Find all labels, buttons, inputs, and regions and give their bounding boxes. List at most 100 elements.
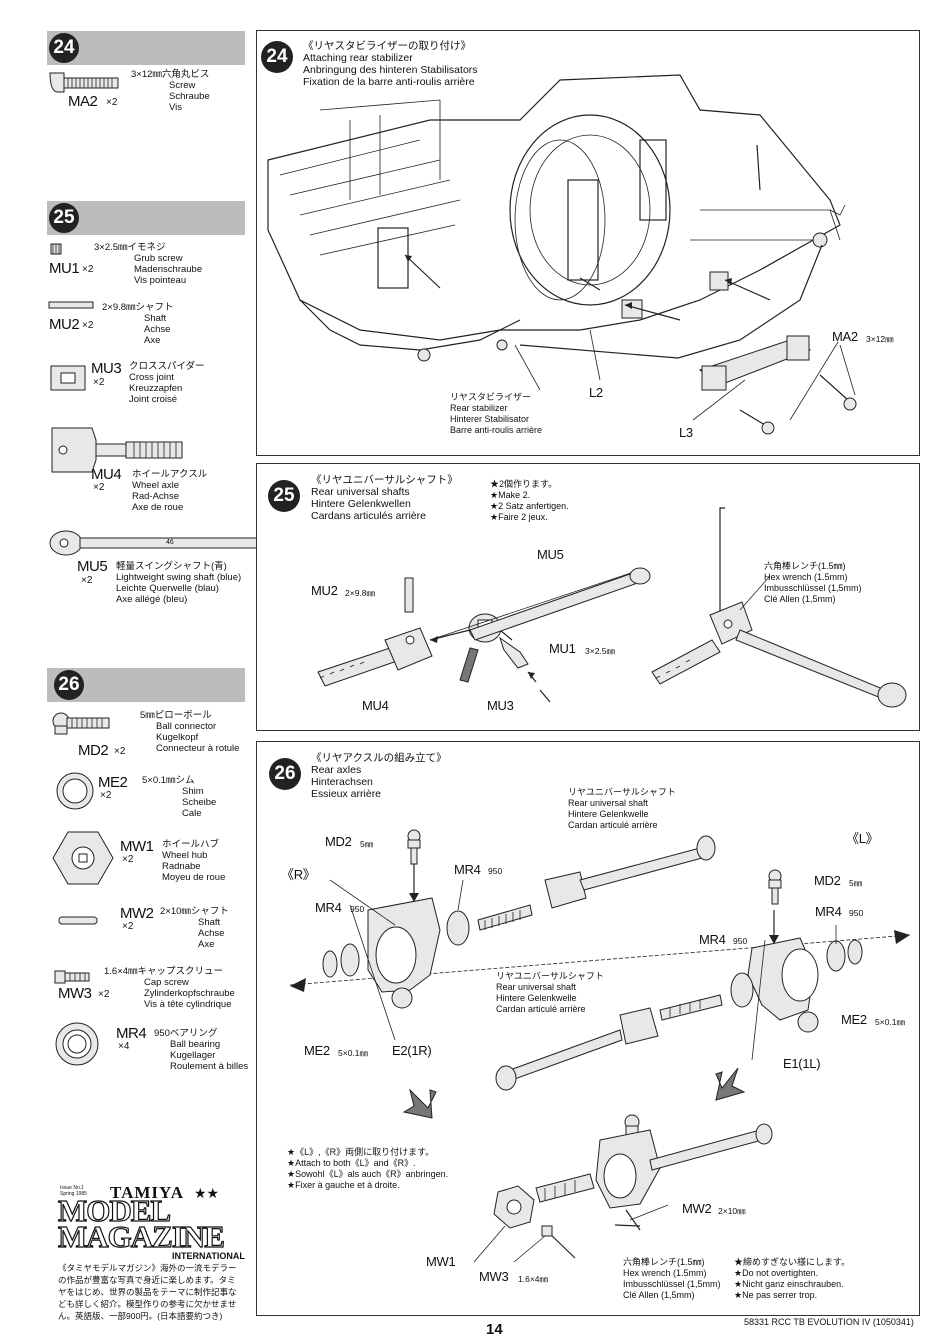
shaft-icon (48, 301, 94, 309)
hex-wrench-label: 六角棒レンチ(1.5㎜) Hex wrench (1.5mm) Imbussch… (764, 561, 862, 605)
desc-fr: Axe (144, 335, 161, 346)
step-26-title: 《リヤアクスルの組み立て》 Rear axles Hinterachsen Es… (311, 752, 447, 800)
desc-fr: Axe de roue (132, 502, 184, 513)
callout-ma2-size: 3×12㎜ (866, 334, 894, 344)
stab-fr: Barre anti-roulis arrière (450, 425, 543, 435)
desc-en: Cap screw (144, 977, 189, 988)
stab-en: Rear stabilizer (450, 403, 508, 413)
label-md2-right: MD2 (325, 834, 352, 849)
overtighten-note: ★締めすぎない様にします。 ★Do not overtighten. ★Nich… (734, 1257, 850, 1301)
stab-de: Hinterer Stabilisator (450, 414, 530, 424)
part-qty: ×2 (82, 264, 94, 275)
desc-fr: Cale (182, 808, 202, 819)
page-number: 14 (486, 1321, 503, 1338)
part-code-mw1: MW1 (120, 838, 154, 855)
ushaft-de: Hintere Gelenkwelle (496, 993, 577, 1003)
issue-number: Issue No.1 (60, 1185, 84, 1191)
desc-en: Shaft (144, 313, 167, 324)
part-desc-mu1: 3×2.5㎜イモネジ Grub screw Madenschraube Vis … (94, 242, 202, 286)
hex-de: Imbusschlüssel (1,5mm) (764, 583, 862, 593)
attach-jp: ★《L》,《R》両側に取り付けます。 (287, 1147, 435, 1157)
label-mu2: MU2 (311, 583, 338, 598)
part-code-mu4: MU4 (91, 466, 122, 483)
label-right-side: 《R》 (281, 867, 316, 882)
part-qty: ×2 (122, 854, 134, 865)
desc-fr: Moyeu de roue (162, 872, 226, 883)
label-mr4-1-size: 950 (488, 866, 503, 876)
magazine-title-line2: MAGAZINE (57, 1219, 225, 1254)
desc-fr: Vis à tête cylindrique (144, 999, 232, 1010)
label-mw1: MW1 (426, 1254, 456, 1269)
callout-ma2: MA2 (832, 329, 858, 344)
part-desc-mu2: 2×9.8㎜シャフト Shaft Achse Axe (102, 302, 174, 346)
desc-en: Wheel axle (132, 480, 179, 491)
desc-jp: 1.6×4㎜キャップスクリュー (104, 966, 224, 977)
part-qty: ×2 (93, 482, 105, 493)
title-fr: Essieux arrière (311, 788, 382, 800)
hex-wrench-label-26: 六角棒レンチ(1.5㎜) Hex wrench (1.5mm) Imbussch… (623, 1257, 721, 1301)
section-26-number: 26 (54, 670, 84, 700)
part-qty: ×2 (122, 921, 134, 932)
label-mr4-2: MR4 (315, 900, 342, 915)
desc-en: Lightweight swing shaft (blue) (116, 572, 242, 583)
label-l2: L2 (589, 385, 603, 400)
desc-fr: Connecteur à rotule (156, 743, 240, 754)
ushaft-fr: Cardan articulé arrière (568, 820, 658, 830)
step-26-number: 26 (269, 758, 301, 790)
desc-en: Ball connector (156, 721, 217, 732)
magazine-title: MODEL MAGAZINE (57, 1194, 225, 1254)
part-desc-mu3: クロススパイダー Cross joint Kreuzzapfen Joint c… (129, 361, 205, 405)
label-left-side: 《L》 (846, 831, 879, 846)
section-24-header (47, 31, 245, 65)
cross-joint-icon (50, 365, 86, 391)
label-mu1: MU1 (549, 641, 576, 656)
part-code-mu5: MU5 (77, 558, 108, 575)
part-desc-me2: 5×0.1㎜シム Shim Scheibe Cale (142, 775, 216, 819)
assembly-arrows (402, 1067, 746, 1119)
section-25-header (47, 201, 245, 235)
part-desc-mw3: 1.6×4㎜キャップスクリュー Cap screw Zylinderkopfsc… (104, 966, 235, 1010)
part-desc-mw2: 2×10㎜シャフト Shaft Achse Axe (160, 906, 229, 950)
issue-label: Issue No.1 Spring 1985 (60, 1185, 87, 1197)
ball-bearing-icon (55, 1022, 99, 1066)
attach-de: ★Sowohl《L》als auch《R》anbringen. (287, 1169, 449, 1179)
hex-jp: 六角棒レンチ(1.5㎜) (623, 1257, 705, 1267)
part-desc-mu4: ホイールアクスル Wheel axle Rad-Achse Axe de rou… (132, 469, 207, 513)
part-qty: ×2 (114, 746, 126, 757)
ushaft-de: Hintere Gelenkwelle (568, 809, 649, 819)
desc-fr: Joint croisé (129, 394, 178, 405)
tamiya-logo: TAMIYA (110, 1183, 185, 1202)
desc-en: Shaft (198, 917, 221, 928)
title-de: Hintere Gelenkwellen (311, 498, 411, 510)
label-me2-left-size: 5×0.1㎜ (875, 1017, 906, 1027)
hex-de: Imbusschlüssel (1,5mm) (623, 1279, 721, 1289)
part-code-md2: MD2 (78, 742, 109, 759)
tight-de: ★Nicht ganz einschrauben. (734, 1279, 844, 1289)
title-jp: 《リヤユニバーサルシャフト》 (311, 474, 458, 486)
desc-fr: Axe allégé (bleu) (116, 594, 188, 605)
desc-de: Leichte Querwelle (blau) (116, 583, 219, 594)
part-code-mu2: MU2 (49, 316, 80, 333)
desc-jp: 5㎜ピローボール (140, 710, 212, 721)
label-me2-right-size: 5×0.1㎜ (338, 1048, 369, 1058)
make-en: ★Make 2. (490, 490, 531, 500)
label-me2-left: ME2 (841, 1012, 867, 1027)
title-en: Rear axles (311, 764, 362, 776)
label-mu5: MU5 (537, 547, 564, 562)
label-mr4-2-size: 950 (350, 904, 365, 914)
desc-en: Shim (182, 786, 204, 797)
make-de: ★2 Satz anfertigen. (490, 501, 569, 511)
label-md2-left: MD2 (814, 873, 841, 888)
desc-de: Zylinderkopfschraube (144, 988, 235, 999)
wheel-hub-icon (52, 831, 114, 885)
part-qty: ×2 (98, 989, 110, 1000)
desc-fr: Roulement à billes (170, 1061, 249, 1072)
step-24-number: 24 (261, 41, 293, 73)
step-25-number: 25 (268, 480, 300, 512)
attach-en: ★Attach to both《L》and《R》. (287, 1158, 416, 1168)
label-mu1-size: 3×2.5㎜ (585, 646, 616, 656)
label-md2-right-size: 5㎜ (360, 839, 374, 849)
international-label: INTERNATIONAL (172, 1251, 245, 1261)
